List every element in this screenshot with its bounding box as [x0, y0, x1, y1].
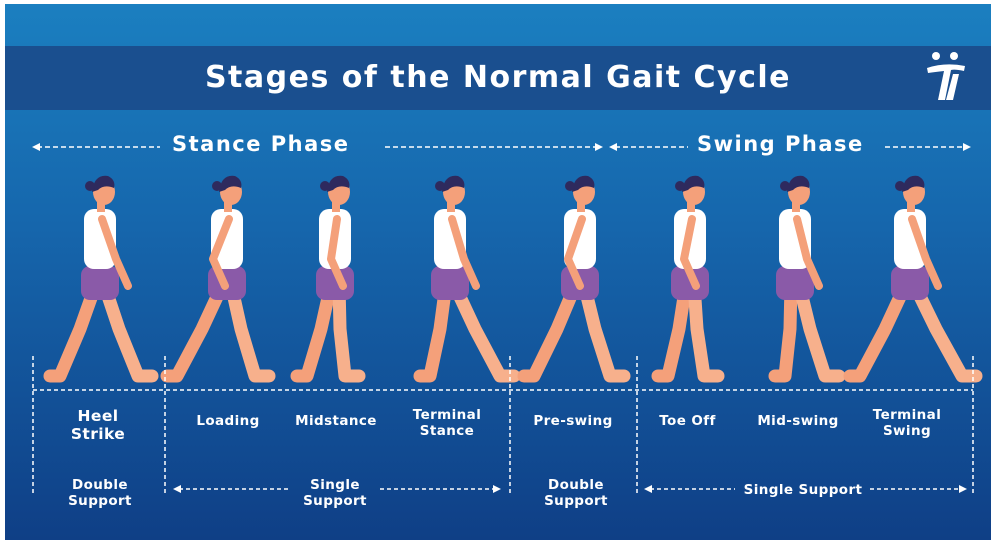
support-dividers	[5, 4, 991, 540]
stage-loading: Loading	[183, 413, 273, 429]
stage-terminal-stance: Terminal Stance	[403, 407, 491, 439]
diagram-canvas: Stages of the Normal Gait Cycle Stance P…	[5, 4, 991, 540]
stage-terminal-swing: Terminal Swing	[862, 407, 952, 439]
stage-midstance: Midstance	[286, 413, 386, 429]
single-support-label-2: Single Support	[738, 482, 868, 498]
stage-heel-strike: Heel Strike	[53, 407, 143, 443]
stage-mid-swing: Mid-swing	[746, 413, 850, 429]
double-support-label-1: Double Support	[60, 477, 140, 509]
stage-toe-off: Toe Off	[645, 413, 730, 429]
stage-pre-swing: Pre-swing	[523, 413, 623, 429]
double-support-label-2: Double Support	[536, 477, 616, 509]
single-support-label-1: Single Support	[295, 477, 375, 509]
